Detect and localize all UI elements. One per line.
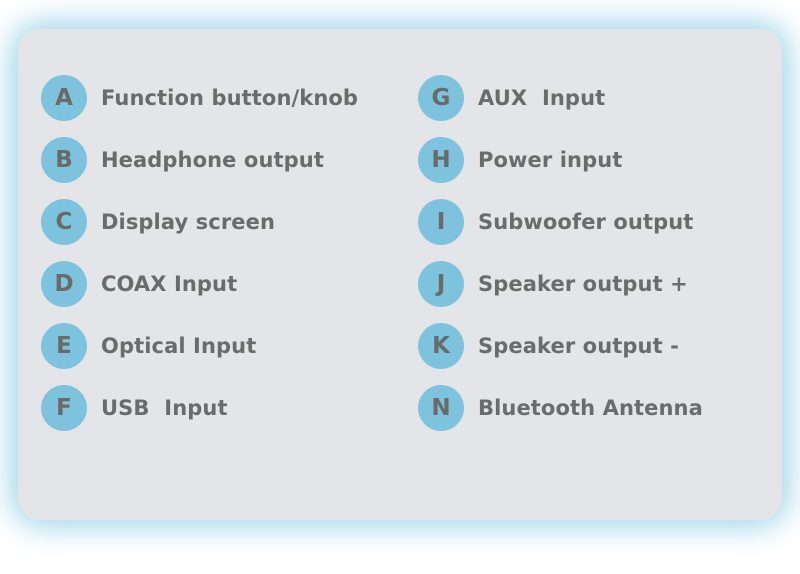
legend-label-b: Headphone output — [101, 148, 324, 172]
legend-badge-a: A — [41, 75, 87, 121]
legend-columns: A Function button/knob B Headphone outpu… — [18, 29, 782, 520]
legend-label-a: Function button/knob — [101, 86, 359, 110]
legend-label-k: Speaker output - — [478, 334, 679, 358]
legend-item-a: A Function button/knob — [41, 75, 401, 121]
legend-item-g: G AUX Input — [418, 75, 768, 121]
legend-label-e: Optical Input — [101, 334, 257, 358]
legend-badge-b: B — [41, 137, 87, 183]
legend-badge-i: I — [418, 199, 464, 245]
legend-badge-n: N — [418, 385, 464, 431]
legend-item-j: J Speaker output + — [418, 261, 768, 307]
legend-badge-f: F — [41, 385, 87, 431]
legend-label-n: Bluetooth Antenna — [478, 396, 703, 420]
legend-badge-c: C — [41, 199, 87, 245]
legend-badge-k: K — [418, 323, 464, 369]
legend-label-g: AUX Input — [478, 86, 606, 110]
legend-item-i: I Subwoofer output — [418, 199, 768, 245]
legend-item-h: H Power input — [418, 137, 768, 183]
legend-badge-j: J — [418, 261, 464, 307]
legend-item-c: C Display screen — [41, 199, 401, 245]
legend-item-b: B Headphone output — [41, 137, 401, 183]
legend-item-d: D COAX Input — [41, 261, 401, 307]
legend-badge-g: G — [418, 75, 464, 121]
legend-item-k: K Speaker output - — [418, 323, 768, 369]
legend-badge-d: D — [41, 261, 87, 307]
legend-label-h: Power input — [478, 148, 623, 172]
legend-badge-h: H — [418, 137, 464, 183]
legend-badge-e: E — [41, 323, 87, 369]
legend-label-i: Subwoofer output — [478, 210, 694, 234]
legend-item-n: N Bluetooth Antenna — [418, 385, 768, 431]
legend-label-f: USB Input — [101, 396, 228, 420]
legend-item-f: F USB Input — [41, 385, 401, 431]
legend-label-j: Speaker output + — [478, 272, 688, 296]
legend-column-right: G AUX Input H Power input I Subwoofer ou… — [418, 75, 768, 447]
legend-column-left: A Function button/knob B Headphone outpu… — [41, 75, 401, 447]
legend-card: A Function button/knob B Headphone outpu… — [18, 29, 782, 520]
legend-label-d: COAX Input — [101, 272, 238, 296]
legend-label-c: Display screen — [101, 210, 276, 234]
legend-item-e: E Optical Input — [41, 323, 401, 369]
